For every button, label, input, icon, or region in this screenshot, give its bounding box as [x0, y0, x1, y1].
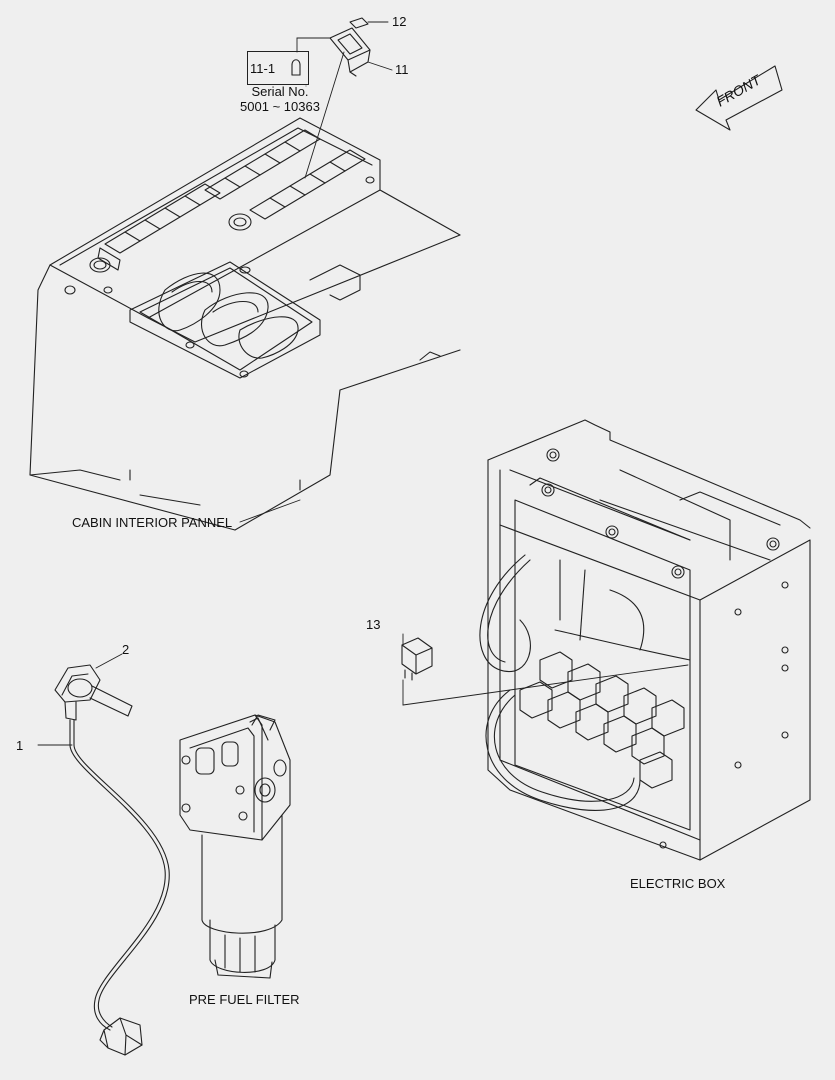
cabin-interior-panel	[29, 117, 461, 531]
callout-1: 1	[16, 738, 24, 753]
leader-lines	[37, 21, 689, 746]
bulb-icon	[291, 59, 301, 76]
callout-13: 13	[366, 617, 381, 632]
part-11-1-box	[247, 51, 309, 85]
electric-box	[479, 419, 811, 861]
pre-fuel-filter	[179, 714, 291, 979]
serial-title: Serial No.	[251, 84, 309, 99]
front-arrow-icon	[695, 65, 783, 131]
callout-11: 11	[395, 62, 409, 77]
switch-lens-12	[349, 17, 369, 29]
callout-11-1: 11-1	[250, 61, 276, 76]
pre-fuel-filter-label: PRE FUEL FILTER	[189, 992, 300, 1007]
callout-2: 2	[122, 642, 130, 657]
water-sensor-harness	[54, 664, 170, 1056]
callout-12: 12	[392, 14, 407, 29]
rocker-switch-11	[329, 27, 371, 77]
relay-13	[401, 637, 433, 681]
serial-range: 5001 ~ 10363	[240, 99, 320, 114]
cabin-interior-panel-label: CABIN INTERIOR PANNEL	[72, 515, 233, 530]
electric-box-label: ELECTRIC BOX	[630, 876, 726, 891]
